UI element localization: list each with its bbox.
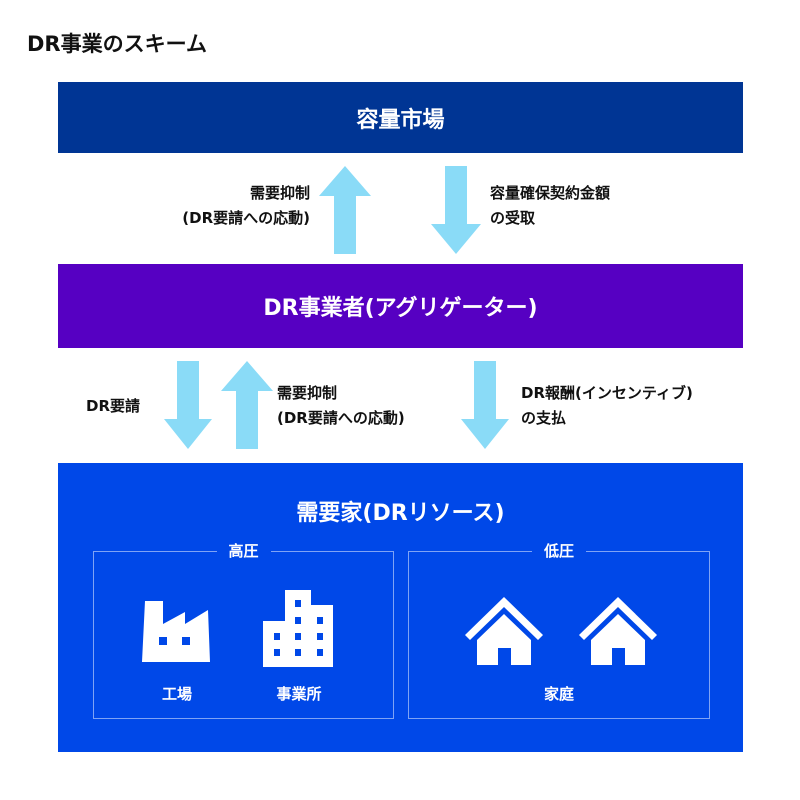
aggregator-box: DR事業者(アグリゲーター) xyxy=(58,264,743,348)
high-voltage-group: 高圧 工場 事業所 xyxy=(93,541,394,719)
capacity-market-box: 容量市場 xyxy=(58,82,743,153)
upper-response-label: 需要抑制 (DR要請への応動) xyxy=(182,184,310,227)
lower-response-label: 需要抑制 (DR要請への応動) xyxy=(277,384,405,427)
consumer-label: 需要家(DRリソース) xyxy=(296,501,505,526)
office-label: 事業所 xyxy=(276,685,322,703)
high-voltage-title: 高圧 xyxy=(216,541,271,561)
capacity-market-label: 容量市場 xyxy=(356,107,445,133)
house-icon xyxy=(465,597,543,665)
upper-payment-label: 容量確保契約金額 の受取 xyxy=(490,184,611,227)
arrow-up-icon xyxy=(319,166,371,254)
arrow-down-icon xyxy=(461,361,509,449)
aggregator-label: DR事業者(アグリゲーター) xyxy=(263,296,538,321)
arrow-down-icon xyxy=(164,361,212,449)
arrow-down-icon xyxy=(431,166,481,254)
office-building-icon xyxy=(263,590,333,667)
incentive-payment-label: DR報酬(インセンティブ) の支払 xyxy=(521,384,693,427)
factory-icon xyxy=(142,601,210,662)
dr-request-label: DR要請 xyxy=(86,397,141,415)
page-title: DR事業のスキーム xyxy=(27,32,207,56)
low-voltage-group: 低圧 家庭 xyxy=(408,541,710,719)
arrow-up-icon xyxy=(221,361,273,449)
factory-label: 工場 xyxy=(161,685,192,703)
house-icon xyxy=(579,597,657,665)
consumer-box: 需要家(DRリソース) 高圧 工場 事業所 低圧 xyxy=(58,463,743,752)
low-voltage-title: 低圧 xyxy=(531,541,587,561)
household-label: 家庭 xyxy=(543,685,574,703)
